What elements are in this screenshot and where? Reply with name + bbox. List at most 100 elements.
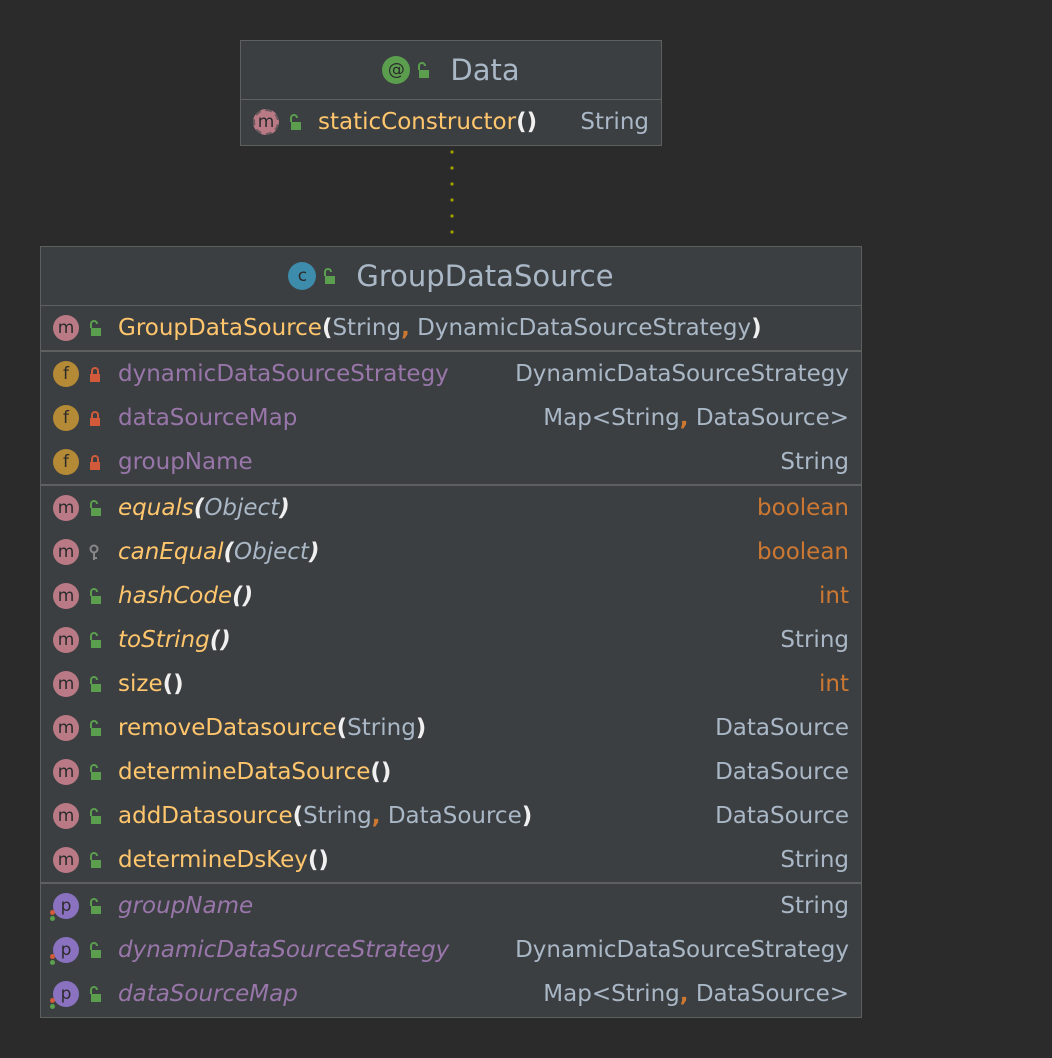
data-class-box[interactable]: @ Data m staticConstructor() String xyxy=(240,40,662,146)
paren-close: ) xyxy=(308,539,320,565)
member-row-property[interactable]: p dataSourceMap Map<String, DataSource> xyxy=(41,972,861,1016)
properties-section: p groupName String p dynamicDataSourceSt… xyxy=(41,884,861,1016)
method-icon: m xyxy=(53,671,79,697)
public-icon xyxy=(324,268,336,284)
methods-section: m equals(Object) boolean m canEqual(Obje… xyxy=(41,486,861,884)
method-name: staticConstructor xyxy=(318,109,517,135)
field-icon: f xyxy=(53,405,79,431)
paren-close: ) xyxy=(521,803,533,829)
paren-close: ) xyxy=(380,759,392,785)
group-data-source-class-box[interactable]: c GroupDataSource m GroupDataSource(Stri… xyxy=(40,246,862,1018)
public-icon xyxy=(90,676,101,692)
method-name: hashCode xyxy=(118,583,233,609)
paren-close: ) xyxy=(173,671,184,697)
field-icon: f xyxy=(53,361,79,387)
paren-open: ( xyxy=(292,803,304,829)
member-row-staticConstructor[interactable]: m staticConstructor() String xyxy=(241,100,661,144)
method-name: removeDatasource xyxy=(118,715,337,741)
fields-section: f dynamicDataSourceStrategy DynamicDataS… xyxy=(41,352,861,486)
public-icon xyxy=(90,720,101,736)
paren-open: ( xyxy=(162,671,174,697)
member-row-property[interactable]: p dynamicDataSourceStrategy DynamicDataS… xyxy=(41,928,861,972)
constructor-name: GroupDataSource xyxy=(118,315,322,341)
method-icon: m xyxy=(53,495,79,521)
member-row-constructor[interactable]: m GroupDataSource(String, DynamicDataSou… xyxy=(41,306,861,350)
method-name: toString xyxy=(118,627,210,653)
paren-open: ( xyxy=(209,627,221,653)
comma: , xyxy=(401,315,410,341)
return-type: String xyxy=(780,627,849,653)
property-icon: p xyxy=(50,981,79,1010)
return-type: String xyxy=(580,109,649,135)
public-icon xyxy=(90,942,101,958)
member-row-property[interactable]: p groupName String xyxy=(41,884,861,928)
property-name: dynamicDataSourceStrategy xyxy=(118,937,450,963)
method-icon: m xyxy=(53,715,79,741)
paren-close: ) xyxy=(279,495,290,521)
method-icon: m xyxy=(53,627,79,653)
protected-icon xyxy=(89,544,99,560)
field-name: dynamicDataSourceStrategy xyxy=(118,361,449,387)
public-icon xyxy=(90,632,101,648)
param: DynamicDataSourceStrategy xyxy=(417,315,752,341)
method-icon: m xyxy=(53,759,79,785)
method-icon: m xyxy=(253,109,279,135)
member-row-method[interactable]: m size() int xyxy=(41,662,861,706)
type-part: DataSource> xyxy=(695,981,849,1007)
property-name: groupName xyxy=(118,893,254,919)
public-icon xyxy=(90,320,101,336)
field-type: String xyxy=(780,449,849,475)
method-name: determineDataSource xyxy=(118,759,371,785)
member-row-method[interactable]: m canEqual(Object) boolean xyxy=(41,530,861,574)
member-row-method[interactable]: m hashCode() int xyxy=(41,574,861,618)
param: String xyxy=(332,315,402,341)
method-name: canEqual xyxy=(118,539,224,565)
paren-open: ( xyxy=(223,539,235,565)
return-type: DataSource xyxy=(715,715,849,741)
paren-open: ( xyxy=(232,583,243,609)
method-icon: m xyxy=(53,583,79,609)
property-icon: p xyxy=(50,893,79,921)
member-row-method[interactable]: m addDatasource(String, DataSource) Data… xyxy=(41,794,861,838)
param: Object xyxy=(234,539,309,565)
paren-close: ) xyxy=(242,583,254,609)
paren-close: ) xyxy=(751,315,762,341)
class-icon: c xyxy=(288,262,317,290)
property-type: String xyxy=(780,893,849,919)
paren-close: ) xyxy=(318,847,329,873)
type-part: Map<String xyxy=(543,981,680,1007)
public-icon xyxy=(90,898,101,914)
public-icon xyxy=(90,986,101,1002)
field-type: DynamicDataSourceStrategy xyxy=(515,361,849,387)
public-icon xyxy=(90,764,101,780)
return-type: DataSource xyxy=(715,759,849,785)
paren-open: ( xyxy=(307,847,319,873)
method-name: equals xyxy=(118,495,194,521)
member-row-method[interactable]: m toString() String xyxy=(41,618,861,662)
method-name: determineDsKey xyxy=(118,847,308,873)
param: String xyxy=(347,715,416,741)
method-name: addDatasource xyxy=(118,803,293,829)
paren-open: ( xyxy=(321,315,333,341)
member-row-method[interactable]: m determineDsKey() String xyxy=(41,838,861,882)
member-row-method[interactable]: m determineDataSource() DataSource xyxy=(41,750,861,794)
member-row-method[interactable]: m removeDatasource(String) DataSource xyxy=(41,706,861,750)
dependency-connector xyxy=(450,150,454,234)
member-row-field[interactable]: f dataSourceMap Map<String, DataSource> xyxy=(41,396,861,440)
member-row-field[interactable]: f groupName String xyxy=(41,440,861,484)
field-name: groupName xyxy=(118,449,253,475)
field-icon: f xyxy=(53,449,79,475)
member-row-field[interactable]: f dynamicDataSourceStrategy DynamicDataS… xyxy=(41,352,861,396)
comma: , xyxy=(679,405,689,431)
member-row-method[interactable]: m equals(Object) boolean xyxy=(41,486,861,530)
method-icon: m xyxy=(53,539,79,565)
property-icon: p xyxy=(50,937,79,966)
param: DataSource xyxy=(387,803,522,829)
property-accessor-dots xyxy=(50,954,58,966)
public-icon xyxy=(90,500,101,516)
paren-open: ( xyxy=(193,495,205,521)
public-icon xyxy=(418,62,430,78)
group-class-title: GroupDataSource xyxy=(356,259,614,293)
paren-open: ( xyxy=(370,759,381,785)
property-accessor-dots xyxy=(50,998,58,1010)
